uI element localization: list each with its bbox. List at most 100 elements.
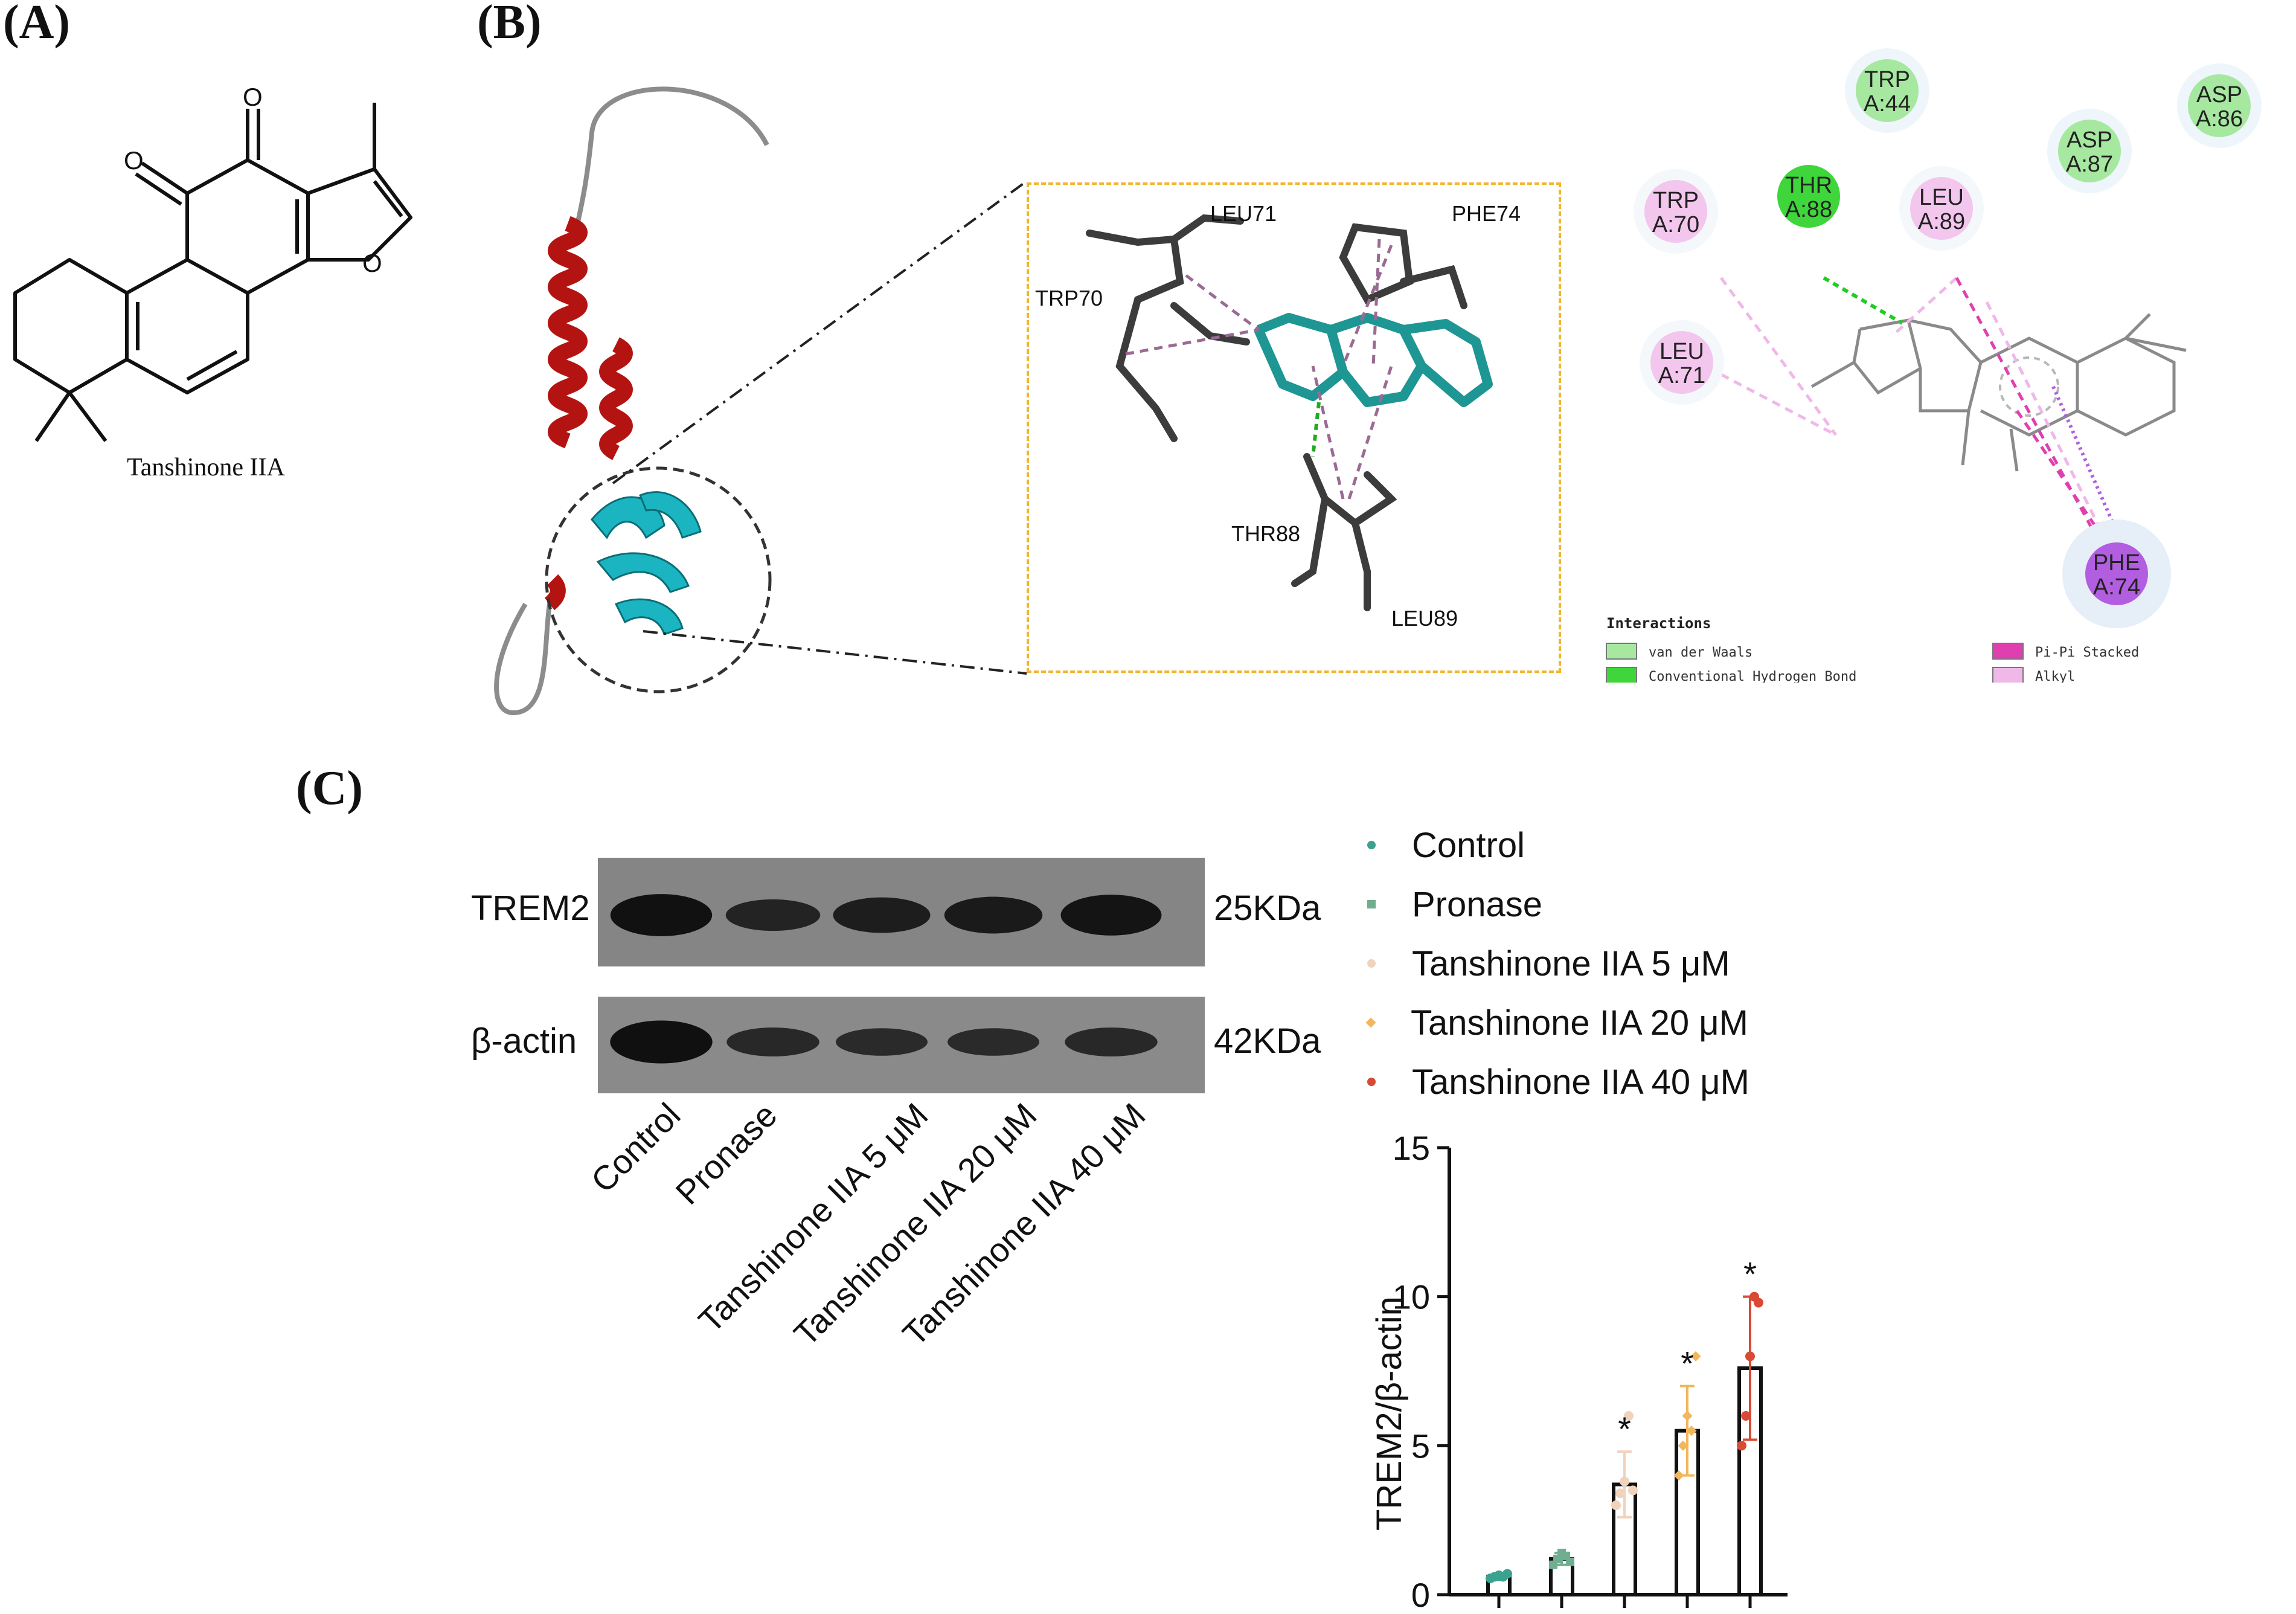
blot-band bbox=[725, 899, 821, 931]
residue-label-leu71: LEU71 bbox=[1210, 201, 1277, 226]
residue-node-chain: A:87 bbox=[2066, 152, 2113, 177]
legend-item: Tanshinone IIA 5 μM bbox=[1359, 934, 1749, 993]
interactions-legend-title: Interactions bbox=[1606, 615, 1711, 632]
legend-label: Pronase bbox=[1412, 884, 1543, 924]
docking-zoom-box: LEU71 PHE74 TRP70 THR88 LEU89 bbox=[1027, 182, 1561, 673]
blot-band bbox=[833, 897, 931, 933]
residue-node-chain: A:74 bbox=[2093, 574, 2140, 600]
oxygen-label: O bbox=[243, 83, 263, 111]
legend-label: Control bbox=[1412, 825, 1525, 865]
tanshinone-structure: O O O bbox=[13, 83, 412, 442]
y-tick-label: 10 bbox=[1393, 1278, 1430, 1316]
residue-node-name: TRP bbox=[1653, 188, 1699, 213]
residue-node-name: PHE bbox=[2093, 550, 2140, 576]
y-axis-label: TREM2/β-actin bbox=[1370, 1296, 1409, 1531]
western-blot-image bbox=[598, 858, 1205, 1093]
interaction-legend-item: Conventional Hydrogen Bond bbox=[1606, 667, 1856, 683]
data-point bbox=[1628, 1485, 1638, 1496]
data-point bbox=[1690, 1351, 1701, 1362]
blot-lane-label: Pronase bbox=[668, 1096, 784, 1212]
legend-label: Tanshinone IIA 5 μM bbox=[1412, 944, 1730, 983]
residue-node-chain: A:88 bbox=[1785, 197, 1832, 222]
panel-label-c: (C) bbox=[296, 762, 364, 815]
blot-size-actin: 42KDa bbox=[1214, 1021, 1321, 1061]
data-point bbox=[1620, 1476, 1629, 1487]
oxygen-label: O bbox=[362, 249, 382, 277]
panel-label-b: (B) bbox=[477, 0, 542, 49]
panel-label-a: (A) bbox=[3, 0, 71, 49]
protein-ribbon bbox=[494, 86, 772, 716]
residue-node-name: LEU bbox=[1919, 185, 1964, 210]
blot-band bbox=[836, 1028, 928, 1056]
data-point bbox=[1737, 1441, 1746, 1451]
legend-item: Pronase bbox=[1359, 875, 1749, 934]
legend-marker bbox=[1367, 841, 1376, 849]
interaction-legend-label: Alkyl bbox=[2035, 669, 2075, 683]
blot-label-actin: β-actin bbox=[471, 1021, 577, 1061]
data-point bbox=[1682, 1410, 1693, 1421]
legend-marker bbox=[1367, 959, 1376, 968]
residue-node-chain: A:44 bbox=[1864, 91, 1911, 117]
interaction-legend-label: van der Waals bbox=[1649, 645, 1752, 660]
y-tick-label: 5 bbox=[1411, 1427, 1430, 1465]
residue-node-name: ASP bbox=[2067, 127, 2112, 153]
docking-pose-3d: LEU71 PHE74 TRP70 THR88 LEU89 bbox=[1035, 201, 1521, 631]
significance-mark: * bbox=[1743, 1255, 1757, 1293]
y-tick-label: 15 bbox=[1393, 1129, 1430, 1167]
data-point bbox=[1754, 1297, 1763, 1308]
interaction-legend-item: Alkyl bbox=[1992, 667, 2075, 683]
interaction-legend-label: Conventional Hydrogen Bond bbox=[1649, 669, 1856, 683]
blot-band bbox=[1065, 1027, 1158, 1056]
blot-band bbox=[610, 1020, 713, 1064]
residue-node-chain: A:71 bbox=[1658, 363, 1705, 388]
residue-node-chain: A:89 bbox=[1918, 209, 1965, 234]
data-point bbox=[1566, 1557, 1574, 1566]
data-point bbox=[1611, 1500, 1621, 1510]
residue-label-thr88: THR88 bbox=[1231, 521, 1300, 546]
residue-node-name: ASP bbox=[2196, 82, 2242, 108]
blot-band bbox=[726, 1027, 819, 1056]
legend-label: Tanshinone IIA 40 μM bbox=[1412, 1062, 1749, 1102]
bar-chart: 0 5 10 15 * * * TREM2/β-actin bbox=[1370, 1129, 1788, 1614]
data-point bbox=[1624, 1411, 1634, 1421]
blot-band bbox=[1060, 895, 1162, 936]
data-point bbox=[1502, 1569, 1512, 1579]
residue-node-name: THR bbox=[1785, 173, 1832, 198]
data-point bbox=[1741, 1411, 1751, 1421]
residue-node-chain: A:70 bbox=[1652, 212, 1699, 237]
legend-marker bbox=[1367, 1078, 1376, 1086]
oxygen-label: O bbox=[124, 146, 144, 175]
blot-band bbox=[944, 896, 1043, 934]
legend-item: Tanshinone IIA 20 μM bbox=[1359, 993, 1749, 1052]
blot-band bbox=[610, 894, 713, 936]
legend-item: Tanshinone IIA 40 μM bbox=[1359, 1052, 1749, 1111]
interaction-legend-label: Pi-Pi Stacked bbox=[2035, 645, 2139, 660]
molecule-name: Tanshinone IIA bbox=[127, 454, 285, 481]
significance-mark: * bbox=[1681, 1345, 1694, 1383]
blot-band bbox=[948, 1028, 1039, 1056]
legend-marker bbox=[1367, 900, 1376, 908]
residue-label-phe74: PHE74 bbox=[1452, 201, 1521, 226]
residue-label-leu89: LEU89 bbox=[1391, 606, 1458, 631]
legend-marker bbox=[1365, 1017, 1376, 1028]
significance-mark: * bbox=[1618, 1410, 1631, 1448]
y-tick-label: 0 bbox=[1411, 1576, 1430, 1614]
legend-item: Control bbox=[1359, 815, 1749, 875]
data-point bbox=[1745, 1351, 1755, 1362]
blot-label-trem2: TREM2 bbox=[471, 889, 590, 928]
interaction-legend-item: van der Waals bbox=[1606, 643, 1752, 660]
residue-node-name: LEU bbox=[1659, 339, 1704, 364]
blot-size-trem2: 25KDa bbox=[1214, 889, 1321, 928]
data-point bbox=[1615, 1488, 1625, 1499]
